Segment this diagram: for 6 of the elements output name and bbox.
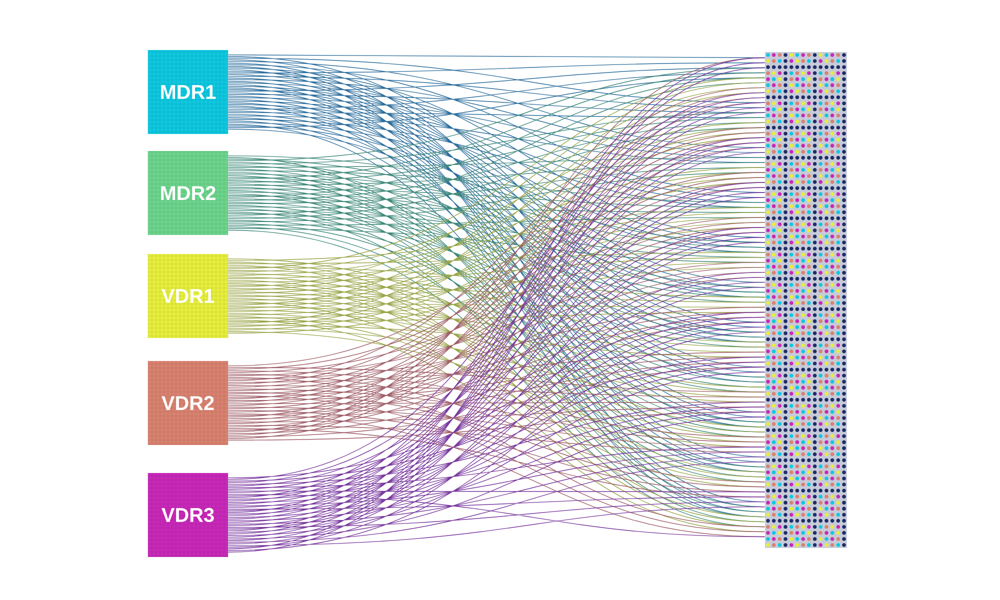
- category-box: MDR2: [148, 150, 228, 236]
- dot-column-drawing: [765, 52, 847, 548]
- category-box: VDR3: [148, 472, 228, 558]
- category-box: MDR1: [148, 50, 228, 134]
- category-box: VDR2: [148, 360, 228, 446]
- category-box: VDR1: [148, 254, 228, 338]
